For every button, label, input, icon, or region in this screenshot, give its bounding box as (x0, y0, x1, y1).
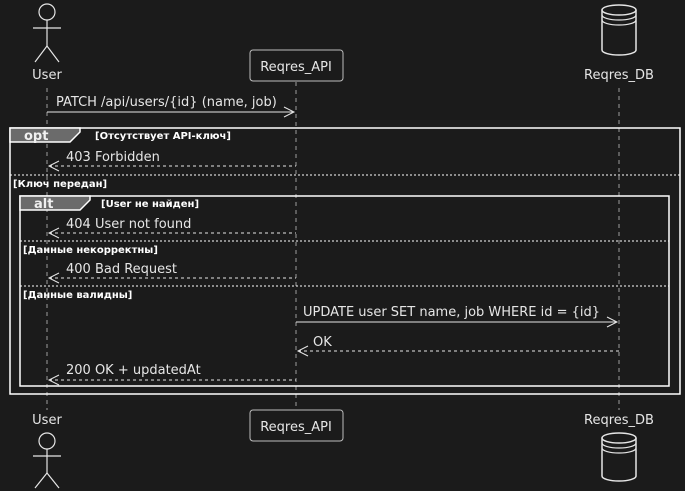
fragment-guard-3: [Данные валидны] (23, 290, 132, 301)
actor-icon (33, 3, 61, 63)
arrowhead-icon (283, 106, 296, 118)
participant-api-label: Reqres_API (260, 60, 332, 75)
message-label: 404 User not found (66, 217, 191, 232)
message-200: 200 OK + updatedAt (47, 363, 296, 386)
fragment-opt: opt [Отсутствует API-ключ] [Ключ передан… (9, 127, 681, 395)
message-404: 404 User not found (47, 217, 296, 239)
message-label: 403 Forbidden (66, 150, 160, 165)
database-icon (601, 4, 637, 56)
message-label: 400 Bad Request (66, 262, 177, 277)
fragment-guard: [Отсутствует API-ключ] (95, 131, 231, 142)
message-label: OK (313, 335, 332, 350)
arrowhead-icon (47, 160, 60, 172)
participant-db-label: Reqres_DB (584, 68, 654, 83)
message-patch: PATCH /api/users/{id} (name, job) (47, 95, 296, 118)
arrowhead-icon (606, 316, 619, 328)
participant-api-top: Reqres_API (249, 49, 344, 82)
participant-user-label: User (32, 413, 62, 428)
participant-db-label: Reqres_DB (584, 413, 654, 428)
fragment-else-guard: [Ключ передан] (13, 179, 107, 190)
message-update: UPDATE user SET name, job WHERE id = {id… (296, 305, 619, 328)
fragment-guard: [User не найден] (101, 199, 199, 210)
arrowhead-icon (47, 374, 60, 386)
message-label: PATCH /api/users/{id} (name, job) (56, 95, 277, 110)
actor-icon (33, 432, 61, 489)
participant-api-label: Reqres_API (260, 420, 332, 435)
database-icon (601, 432, 637, 482)
participant-db-bottom: Reqres_DB (584, 413, 654, 482)
message-ok: OK (296, 335, 619, 357)
arrowhead-icon (47, 227, 60, 239)
participant-user-label: User (32, 68, 62, 83)
message-400: 400 Bad Request (47, 262, 296, 284)
message-label: 200 OK + updatedAt (66, 363, 201, 378)
arrowhead-icon (296, 345, 309, 357)
actor-user-bottom: User (32, 413, 62, 489)
arrowhead-icon (47, 272, 60, 284)
fragment-keyword: opt (24, 129, 48, 144)
message-403: 403 Forbidden (47, 150, 296, 172)
participant-db-top: Reqres_DB (584, 4, 654, 83)
fragment-alt: alt [User не найден] [Данные некорректны… (19, 195, 670, 387)
fragment-keyword: alt (34, 197, 53, 212)
fragment-guard-2: [Данные некорректны] (23, 245, 158, 256)
participant-api-bottom: Reqres_API (249, 409, 344, 442)
actor-user-top: User (32, 3, 62, 83)
message-label: UPDATE user SET name, job WHERE id = {id… (303, 305, 600, 320)
